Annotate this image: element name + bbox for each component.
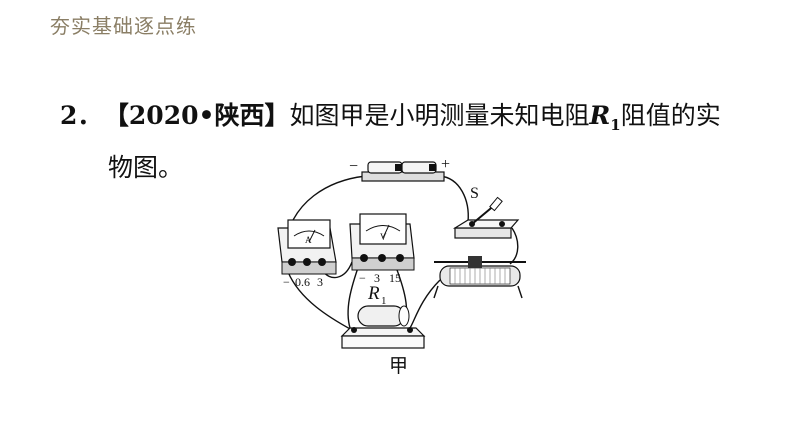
resistor-r1 <box>340 305 426 349</box>
battery <box>361 161 445 182</box>
switch-label: S <box>470 185 479 202</box>
question-var-sub: 1 <box>610 116 621 134</box>
section-header: 夯实基础逐点练 <box>50 14 197 38</box>
battery-plus-label: + <box>441 156 450 173</box>
battery-minus-label: − <box>349 158 358 175</box>
ammeter-terminal-minus: − <box>283 275 290 289</box>
question-text-before: 如图甲是小明测量未知电阻 <box>289 101 590 130</box>
resistor-var: R <box>367 283 380 304</box>
voltmeter-symbol: V <box>380 232 387 242</box>
question-source: 【2020•陕西】 <box>116 101 290 130</box>
figure-caption: 甲 <box>389 356 408 377</box>
question-text-after: 阻值的实 <box>620 101 721 130</box>
voltmeter <box>349 213 415 271</box>
resistor-var-sub: 1 <box>381 295 387 307</box>
switch <box>452 196 520 239</box>
ammeter <box>277 219 337 275</box>
ammeter-symbol: A <box>305 235 312 245</box>
question-line-1: 2． 【2020•陕西】如图甲是小明测量未知电阻R1阻值的实 <box>60 96 721 134</box>
question-number: 2． <box>60 101 103 130</box>
question-line-2: 物图。 <box>108 153 184 182</box>
question-var: R <box>589 101 611 130</box>
voltmeter-terminal-minus: − <box>359 271 366 285</box>
ammeter-terminal-0-6: 0.6 <box>295 275 310 289</box>
ammeter-terminal-3: 3 <box>317 275 323 289</box>
voltmeter-terminal-15: 15 <box>389 271 401 285</box>
voltmeter-terminal-3: 3 <box>374 271 380 285</box>
rheostat <box>433 256 526 299</box>
